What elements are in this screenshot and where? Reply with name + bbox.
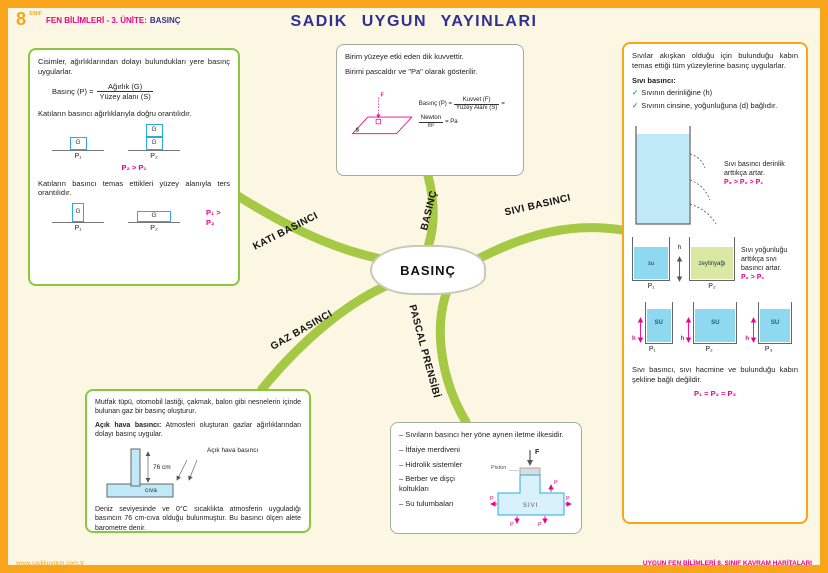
- grade-number: 8: [16, 9, 27, 29]
- solid-pressure-box: Cisimler, ağırlıklarından dolayı bulundu…: [28, 48, 240, 286]
- branch-curve-sivi: [475, 223, 627, 263]
- wide-block-group: G P₂: [128, 211, 180, 233]
- series-title: UYGUN FEN BİLİMLERİ 8. SINIF KAVRAM HARİ…: [642, 560, 812, 567]
- force-label: F: [535, 449, 540, 456]
- weight-block: G: [145, 136, 163, 150]
- grade-sub-label: SINIF: [29, 11, 42, 17]
- tall-block-group: G P₁: [52, 203, 104, 233]
- check-icon: ✓: [632, 88, 639, 98]
- pressure-arrow-label: P: [566, 496, 570, 502]
- double-block-group: G G P₂: [128, 123, 180, 161]
- formula-lhs: Basınç (P) =: [52, 86, 94, 96]
- mercury-height-label: 76 cm: [153, 464, 171, 472]
- unit-topic: BASINÇ: [149, 16, 181, 25]
- solid-area-diagram: G P₁ G P₂ P₁ > P₂: [52, 203, 230, 233]
- list-item: – İtfaiye merdiveni: [399, 444, 460, 454]
- branch-curve-pascal: [435, 286, 471, 427]
- publisher-website: www.sadikuygun.com.tr: [16, 560, 85, 567]
- pascal-principle-diagram: F Piston SIVI P P P P P: [490, 449, 572, 527]
- force-label: F: [381, 92, 385, 98]
- barometer-drawing: [106, 448, 198, 498]
- area-relation: P₁ > P₂: [206, 208, 221, 228]
- pressure-unit-formula: Basınç (P) = Kuvvet (F)Yüzey Alanı (S) =…: [418, 97, 505, 129]
- pascal-principle-box: – Sıvıların basıncı her yöne aynen iletm…: [390, 422, 582, 534]
- liquid-factor-density: ✓ Sıvının cinsine, yoğunluğuna (d) bağlı…: [632, 101, 778, 110]
- water-container: SU: [693, 301, 738, 344]
- page-header: 8 SINIF FEN BİLİMLERİ - 3. ÜNİTE: BASINÇ: [16, 10, 181, 28]
- shape-caption: Sıvı basıncı, sıvı hacmine ve bulunduğu …: [632, 364, 798, 399]
- solid-intro-text: Cisimler, ağırlıklarından dolayı bulundu…: [38, 57, 230, 76]
- pascal-examples-list: – İtfaiye merdiveni – Hidrolik sistemler…: [399, 445, 485, 527]
- weight-block: G: [137, 211, 171, 223]
- water-beaker-group: su P₁: [632, 236, 670, 291]
- weight-block: G: [145, 123, 163, 137]
- list-item: – Hidrolik sistemler: [399, 459, 463, 469]
- solid-weight-text: Katıların basıncı ağırlıklarıyla doğru o…: [38, 109, 192, 118]
- barometer-text: Deniz seviyesinde ve 0°C sıcaklıkta atmo…: [95, 506, 301, 532]
- list-item: – Su tulumbaları: [399, 498, 454, 508]
- open-air-pressure-label: Açık hava basıncı: [207, 447, 259, 455]
- branch-curve-basinc: [423, 171, 438, 252]
- surface-label: S: [356, 127, 360, 133]
- force-on-surface-diagram: F S: [351, 92, 413, 134]
- weight-block: G: [69, 136, 87, 150]
- container-2-group: h SU P₂: [681, 301, 738, 354]
- liquid-intro-text: Sıvılar akışkan olduğu için bulunduğu ka…: [632, 51, 798, 70]
- container-shape-diagram: h SU P₁ h SU P₂ h SU: [632, 301, 798, 354]
- solid-area-text: Katıların basıncı temas ettikleri yüzey …: [38, 178, 230, 198]
- definition-text-2: Birimi pascaldır ve "Pa" olarak gösteril…: [345, 66, 478, 76]
- gas-pressure-box: Mutfak tüpü, otomobil lastiği, çakmak, b…: [85, 389, 311, 533]
- pressure-arrow-label: P: [538, 522, 542, 527]
- gas-intro-text: Mutfak tüpü, otomobil lastiği, çakmak, b…: [95, 399, 301, 416]
- barometer-diagram: 76 cm Açık hava basıncı cıva: [95, 444, 301, 502]
- definition-text-1: Birim yüzeye etki eden dik kuvvettir.: [345, 52, 464, 61]
- pressure-definition-box: Birim yüzeye etki eden dik kuvvettir. Bi…: [336, 44, 524, 176]
- water-container: SU: [758, 301, 793, 344]
- density-relation: P₂ > P₁: [741, 273, 765, 281]
- fluid-label: SIVI: [523, 503, 538, 509]
- unit-label: FEN BİLİMLERİ - 3. ÜNİTE:: [46, 16, 147, 25]
- density-caption: Sıvı yoğunluğu arttıkça sıvı basıncı art…: [741, 246, 798, 282]
- check-icon: ✓: [632, 101, 639, 110]
- weight-block: G: [72, 203, 84, 223]
- branch-curve-gaz: [257, 277, 400, 394]
- central-topic: BASINÇ: [370, 245, 486, 295]
- open-air-text: Açık hava basıncı: Atmosferi oluşturan g…: [95, 422, 301, 439]
- water-beaker: su: [632, 236, 670, 281]
- water-container: SU: [644, 301, 673, 344]
- branch-curve-kati: [233, 191, 391, 265]
- liquid-depth-diagram: [635, 125, 717, 225]
- oil-beaker: zeytinyağı: [689, 236, 735, 281]
- depth-relation: P₃ > P₂ > P₁: [724, 179, 764, 187]
- depth-caption: Sıvı basıncı derinlik arttıkça artar. P₃…: [724, 160, 798, 187]
- solid-weight-diagram: G P₁ G G P₂: [52, 123, 230, 161]
- liquid-pressure-box: Sıvılar akışkan olduğu için bulunduğu ka…: [622, 42, 808, 524]
- solid-pressure-formula: Basınç (P) = Ağırlık (G) Yüzey alanı (S): [52, 82, 230, 103]
- formula-fraction: Ağırlık (G) Yüzey alanı (S): [97, 81, 153, 102]
- depth-marker: h: [676, 244, 683, 282]
- piston-label: Piston: [491, 465, 506, 471]
- liquid-factor-depth: ✓ Sıvının derinliğine (h): [632, 88, 713, 98]
- pressure-arrow-label: P: [490, 496, 494, 502]
- publisher-title: SADIK UYGUN YAYINLARI: [290, 13, 538, 30]
- oil-beaker-group: zeytinyağı P₂: [689, 236, 735, 291]
- mercury-label: cıva: [145, 487, 157, 495]
- container-3-group: h SU P₃: [745, 301, 793, 354]
- liquid-subtitle: Sıvı basıncı:: [632, 75, 676, 85]
- pascal-definition-text: – Sıvıların basıncı her yöne aynen iletm…: [399, 430, 564, 439]
- single-block-group: G P₁: [52, 136, 104, 161]
- list-item: – Berber ve dişçi koltukları: [399, 474, 455, 493]
- weight-relation: P₂ > P₁: [121, 162, 147, 172]
- container-1-group: h SU P₁: [632, 301, 673, 354]
- shape-relation: P₁ = P₂ = P₃: [693, 389, 736, 399]
- pressure-arrow-label: P: [510, 522, 514, 527]
- pressure-arrow-label: P: [554, 480, 558, 486]
